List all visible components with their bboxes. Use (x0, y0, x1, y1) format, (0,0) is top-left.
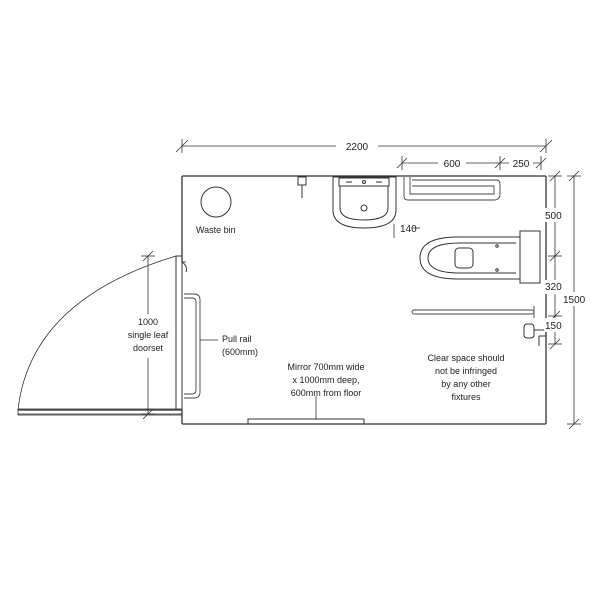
pull-rail (184, 293, 218, 399)
mirror-label-line3: 600mm from floor (291, 388, 362, 398)
mirror-label-line2: x 1000mm deep, (292, 375, 359, 385)
basin-wc-label: 140 (400, 224, 417, 235)
depth-lower-label: 150 (545, 321, 562, 332)
clear-space-note-line1: Clear space should (427, 353, 504, 363)
door-label-line2: single leaf (128, 330, 169, 340)
wash-basin (332, 176, 397, 229)
drop-down-rail (411, 306, 535, 318)
mirror (247, 396, 365, 425)
room-walls (181, 175, 547, 425)
mirror-label-line1: Mirror 700mm wide (287, 362, 364, 372)
grab-rail-top (403, 177, 501, 201)
depth-upper-label: 500 (545, 211, 562, 222)
clear-space-note-line3: by any other (441, 379, 491, 389)
wc-pan (419, 230, 541, 284)
pull-rail-label-line1: Pull rail (222, 334, 252, 344)
door-label-line3: doorset (133, 343, 164, 353)
rail-length-label: 600 (444, 159, 461, 170)
clear-space-note-line2: not be infringed (435, 366, 497, 376)
cistern-fitting-icon (538, 335, 546, 346)
basin-wc-dimension (393, 224, 420, 238)
overall-depth-label: 1500 (563, 295, 586, 306)
wall-fitting-icon (297, 176, 307, 198)
depth-middle-label: 320 (545, 282, 562, 293)
rail-offset-label: 250 (513, 159, 530, 170)
overall-width-label: 2200 (346, 142, 369, 153)
depth-dimension-chain (548, 170, 562, 350)
pull-rail-label-line2: (600mm) (222, 347, 258, 357)
waste-bin-label: Waste bin (196, 225, 236, 235)
lever-fitting-icon (523, 323, 544, 339)
clear-space-note-line4: fixtures (451, 392, 481, 402)
waste-bin (200, 186, 232, 218)
door-label-line1: 1000 (138, 317, 158, 327)
